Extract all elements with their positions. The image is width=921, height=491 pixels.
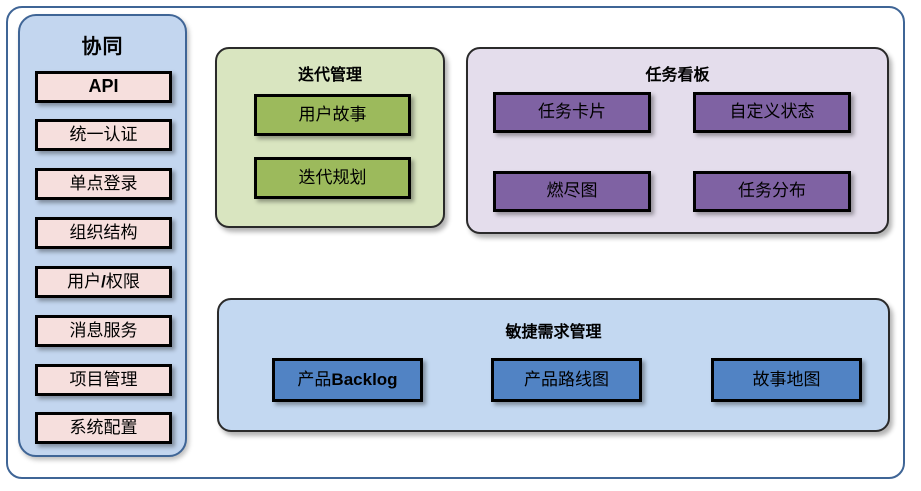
sidebar-panel: 协同 API 统一认证 单点登录 组织结构 用户/权限 消息服务 项目管理 系统… — [18, 14, 187, 457]
sidebar-item-sso[interactable]: 单点登录 — [35, 168, 172, 200]
sidebar-item-unified-auth[interactable]: 统一认证 — [35, 119, 172, 151]
sidebar-title: 协同 — [81, 36, 124, 58]
sidebar-item-system-config[interactable]: 系统配置 — [35, 412, 172, 444]
sidebar-item-project-mgmt[interactable]: 项目管理 — [35, 364, 172, 396]
taskboard-item-burndown-chart[interactable]: 燃尽图 — [493, 171, 651, 212]
iteration-management-panel: 迭代管理 用户故事 迭代规划 — [215, 47, 445, 228]
taskboard-item-custom-status[interactable]: 自定义状态 — [693, 92, 851, 133]
sidebar-item-org-structure[interactable]: 组织结构 — [35, 217, 172, 249]
taskboard-item-task-distribution[interactable]: 任务分布 — [693, 171, 851, 212]
task-board-panel: 任务看板 任务卡片 自定义状态 燃尽图 任务分布 — [466, 47, 889, 234]
sidebar-item-user-permission[interactable]: 用户/权限 — [35, 266, 172, 298]
sidebar-item-message-service[interactable]: 消息服务 — [35, 315, 172, 347]
iteration-item-iteration-plan[interactable]: 迭代规划 — [254, 157, 411, 199]
sidebar-item-api[interactable]: API — [35, 71, 172, 103]
taskboard-item-task-card[interactable]: 任务卡片 — [493, 92, 651, 133]
agile-item-product-roadmap[interactable]: 产品路线图 — [491, 358, 642, 402]
iteration-item-user-story[interactable]: 用户故事 — [254, 94, 411, 136]
agile-item-story-map[interactable]: 故事地图 — [711, 358, 862, 402]
agile-requirements-title: 敏捷需求管理 — [505, 324, 602, 341]
task-board-title: 任务看板 — [645, 67, 710, 84]
iteration-management-title: 迭代管理 — [297, 67, 362, 84]
